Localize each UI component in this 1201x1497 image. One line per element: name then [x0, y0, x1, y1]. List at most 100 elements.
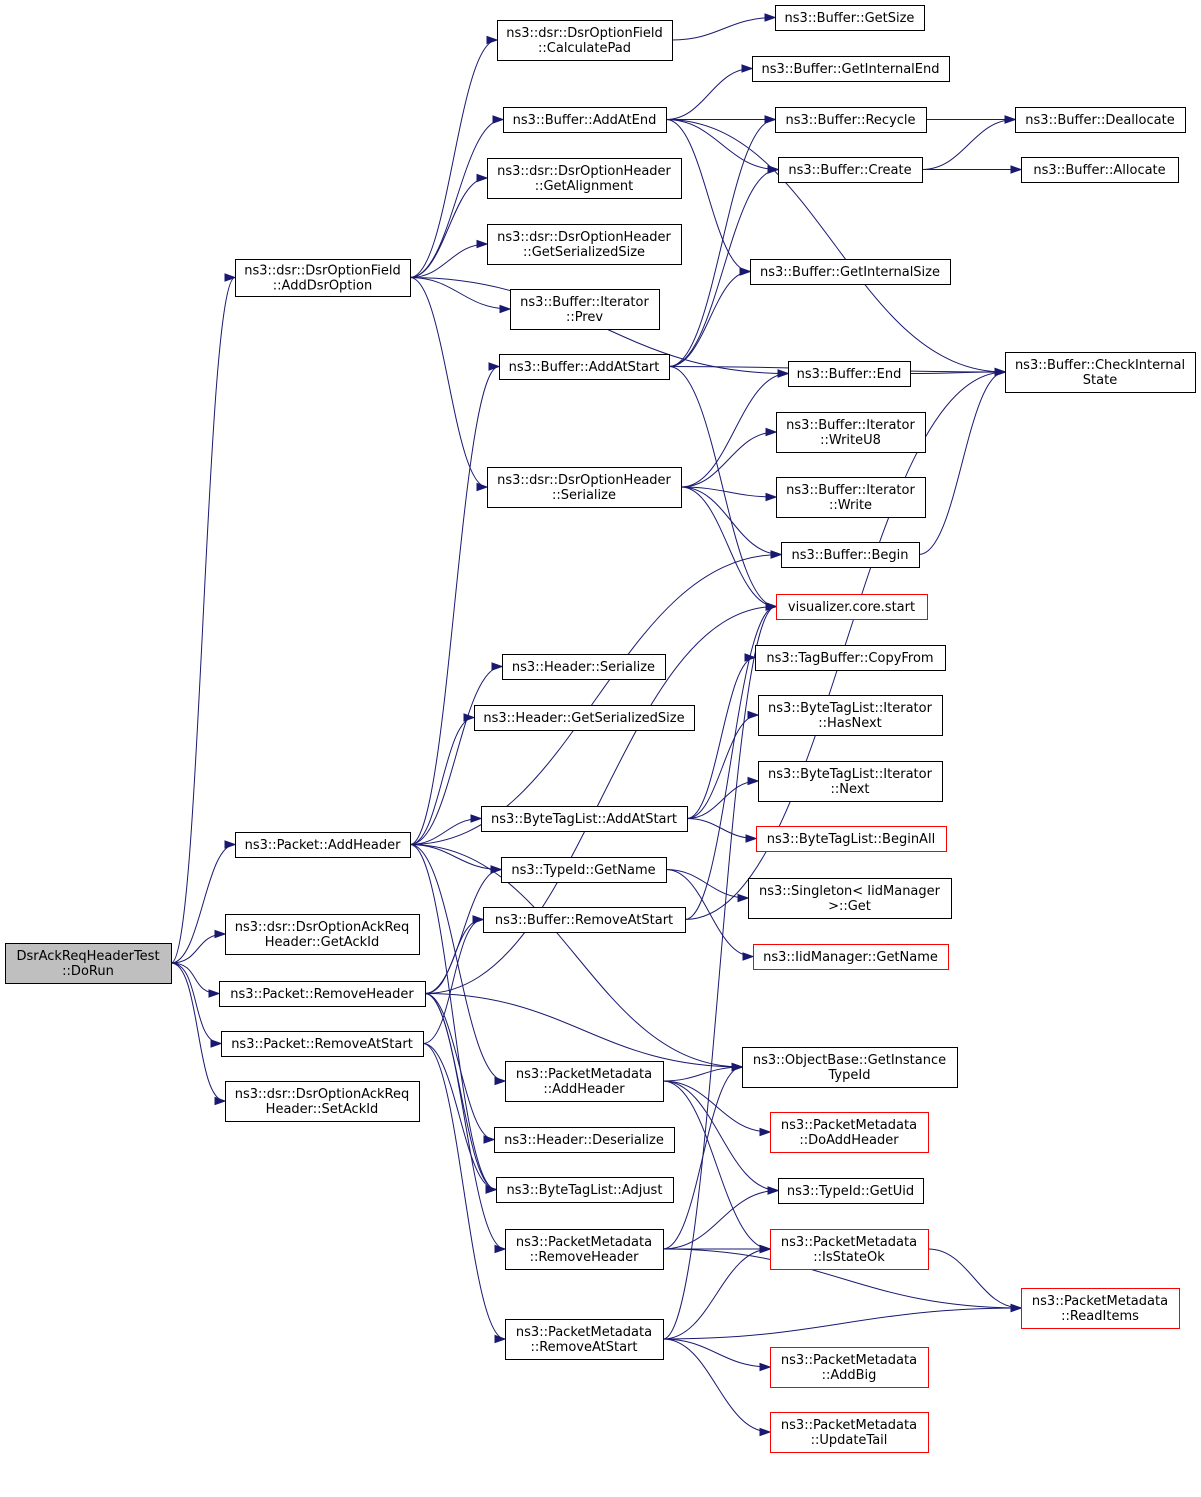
node-box	[770, 1412, 929, 1453]
node-packet-remove-at-start[interactable]: ns3::Packet::RemoveAtStart	[221, 1031, 424, 1057]
edge-packet-remove-header-to-hdr-deserialize	[424, 993, 496, 1144]
edge-root-to-get-ack-id	[170, 929, 227, 964]
edge-pm-is-state-ok-to-pm-read-items	[927, 1248, 1023, 1313]
node-iter-prev[interactable]: ns3::Buffer::Iterator::Prev	[510, 289, 660, 330]
node-label-line: ::WriteU8	[820, 433, 881, 448]
node-calculate-pad[interactable]: ns3::dsr::DsrOptionField::CalculatePad	[497, 20, 673, 61]
node-buf-recycle[interactable]: ns3::Buffer::Recycle	[775, 107, 927, 133]
edge-packet-add-header-to-hdr-get-serialized-size	[409, 713, 476, 845]
node-btl-adjust[interactable]: ns3::ByteTagList::Adjust	[496, 1177, 674, 1203]
node-iid-get-name[interactable]: ns3::IidManager::GetName	[753, 944, 949, 970]
node-box	[487, 158, 682, 199]
node-box	[755, 645, 946, 671]
node-label-line: ns3::dsr::DsrOptionHeader	[497, 473, 671, 488]
node-get-ack-id[interactable]: ns3::dsr::DsrOptionAckReqHeader::GetAckI…	[225, 914, 420, 955]
node-label-line: ns3::PacketMetadata	[516, 1325, 652, 1340]
node-box	[510, 289, 660, 330]
edge-root-to-add-dsr-option	[170, 273, 237, 964]
node-box	[505, 1229, 664, 1270]
node-box	[221, 1031, 424, 1057]
node-iter-write[interactable]: ns3::Buffer::Iterator::Write	[776, 477, 926, 518]
node-type-get-uid[interactable]: ns3::TypeId::GetUid	[778, 1178, 924, 1204]
edge-btl-add-at-start-to-btl-iter-has-next	[686, 710, 760, 819]
edges-layer	[170, 13, 1023, 1437]
node-dsr-get-serialized-size[interactable]: ns3::dsr::DsrOptionHeader::GetSerialized…	[487, 224, 682, 265]
node-buf-add-at-start[interactable]: ns3::Buffer::AddAtStart	[499, 354, 670, 380]
node-label-line: ns3::Buffer::Iterator	[786, 418, 915, 433]
node-label-line: ns3::PacketMetadata	[1032, 1294, 1168, 1309]
node-pm-read-items[interactable]: ns3::PacketMetadata::ReadItems	[1021, 1288, 1180, 1329]
edge-root-to-packet-add-header	[170, 840, 237, 964]
edge-packet-add-header-to-type-get-name	[409, 844, 503, 874]
node-hdr-serialize[interactable]: ns3::Header::Serialize	[502, 654, 666, 680]
node-root[interactable]: DsrAckReqHeaderTest::DoRun	[5, 943, 172, 984]
node-pm-update-tail[interactable]: ns3::PacketMetadata::UpdateTail	[770, 1412, 929, 1453]
node-label-line: ::AddDsrOption	[273, 279, 372, 294]
node-label-line: ns3::dsr::DsrOptionHeader	[497, 230, 671, 245]
node-box	[235, 259, 411, 297]
node-hdr-get-serialized-size[interactable]: ns3::Header::GetSerializedSize	[474, 705, 695, 731]
node-set-ack-id[interactable]: ns3::dsr::DsrOptionAckReqHeader::SetAckI…	[225, 1081, 420, 1122]
node-buf-get-internal-size[interactable]: ns3::Buffer::GetInternalSize	[750, 259, 951, 285]
node-buf-remove-at-start[interactable]: ns3::Buffer::RemoveAtStart	[483, 907, 686, 933]
edge-add-dsr-option-to-calculate-pad	[409, 35, 499, 278]
node-buf-deallocate[interactable]: ns3::Buffer::Deallocate	[1015, 107, 1186, 133]
node-label-line: ::Prev	[566, 310, 603, 325]
node-label-line: ::RemoveAtStart	[530, 1340, 637, 1355]
node-buf-create[interactable]: ns3::Buffer::Create	[778, 157, 923, 183]
node-viz-start[interactable]: visualizer.core.start	[776, 594, 928, 620]
node-box	[742, 1047, 958, 1088]
edge-packet-add-header-to-buf-begin	[409, 550, 783, 845]
node-label-line: Header::GetAckId	[265, 935, 379, 950]
edge-btl-add-at-start-to-btl-iter-next	[686, 776, 760, 819]
node-btl-iter-has-next[interactable]: ns3::ByteTagList::Iterator::HasNext	[758, 695, 943, 736]
node-label-line: ns3::Buffer::End	[797, 367, 902, 382]
node-btl-begin-all[interactable]: ns3::ByteTagList::BeginAll	[756, 826, 947, 852]
node-label-line: Header::SetAckId	[266, 1102, 379, 1117]
node-label-line: ::HasNext	[818, 716, 882, 731]
node-btl-add-at-start[interactable]: ns3::ByteTagList::AddAtStart	[481, 806, 688, 832]
edge-type-get-name-to-iid-get-name	[665, 869, 755, 961]
node-buf-add-at-end[interactable]: ns3::Buffer::AddAtEnd	[503, 107, 667, 133]
node-packet-add-header[interactable]: ns3::Packet::AddHeader	[235, 832, 411, 858]
node-hdr-deserialize[interactable]: ns3::Header::Deserialize	[494, 1127, 675, 1153]
node-iter-write-u8[interactable]: ns3::Buffer::Iterator::WriteU8	[776, 412, 926, 453]
node-label-line: ns3::Buffer::Recycle	[785, 113, 915, 128]
node-box	[483, 907, 686, 933]
edge-buf-create-to-buf-deallocate	[921, 115, 1017, 170]
node-singleton-get[interactable]: ns3::Singleton< IidManager>::Get	[748, 878, 952, 919]
node-pm-do-add-header[interactable]: ns3::PacketMetadata::DoAddHeader	[770, 1112, 929, 1153]
node-add-dsr-option[interactable]: ns3::dsr::DsrOptionField::AddDsrOption	[235, 259, 411, 297]
node-pm-remove-at-start[interactable]: ns3::PacketMetadata::RemoveAtStart	[505, 1319, 664, 1360]
node-label-line: ns3::Buffer::Allocate	[1033, 163, 1165, 178]
node-box	[1021, 157, 1179, 183]
node-pm-remove-header[interactable]: ns3::PacketMetadata::RemoveHeader	[505, 1229, 664, 1270]
node-tag-copy-from[interactable]: ns3::TagBuffer::CopyFrom	[755, 645, 946, 671]
edge-pm-remove-at-start-to-pm-update-tail	[662, 1338, 772, 1437]
edge-packet-add-header-to-btl-adjust	[409, 844, 498, 1194]
node-type-get-name[interactable]: ns3::TypeId::GetName	[501, 857, 667, 883]
node-packet-remove-header[interactable]: ns3::Packet::RemoveHeader	[219, 981, 426, 1007]
node-pm-add-header[interactable]: ns3::PacketMetadata::AddHeader	[505, 1061, 664, 1102]
node-pm-is-state-ok[interactable]: ns3::PacketMetadata::IsStateOk	[770, 1229, 929, 1270]
node-buf-allocate[interactable]: ns3::Buffer::Allocate	[1021, 157, 1179, 183]
node-label-line: ::IsStateOk	[813, 1250, 885, 1265]
node-label-line: ::Serialize	[552, 488, 616, 503]
edge-pm-remove-at-start-to-pm-add-big	[662, 1338, 772, 1372]
node-buf-begin[interactable]: ns3::Buffer::Begin	[781, 542, 920, 568]
node-box	[1015, 107, 1186, 133]
node-label-line: ns3::Header::GetSerializedSize	[483, 711, 684, 726]
node-get-alignment[interactable]: ns3::dsr::DsrOptionHeader::GetAlignment	[487, 158, 682, 199]
node-btl-iter-next[interactable]: ns3::ByteTagList::Iterator::Next	[758, 761, 943, 802]
node-label-line: visualizer.core.start	[788, 600, 915, 615]
node-pm-add-big[interactable]: ns3::PacketMetadata::AddBig	[770, 1347, 929, 1388]
edge-calculate-pad-to-buf-get-size	[671, 13, 777, 41]
node-box	[758, 761, 943, 802]
node-dsr-serialize[interactable]: ns3::dsr::DsrOptionHeader::Serialize	[487, 467, 682, 508]
node-label-line: ns3::ByteTagList::BeginAll	[767, 832, 935, 847]
node-buf-get-size[interactable]: ns3::Buffer::GetSize	[775, 5, 925, 31]
node-buf-get-internal-end[interactable]: ns3::Buffer::GetInternalEnd	[752, 56, 950, 82]
node-buf-end[interactable]: ns3::Buffer::End	[788, 361, 911, 387]
